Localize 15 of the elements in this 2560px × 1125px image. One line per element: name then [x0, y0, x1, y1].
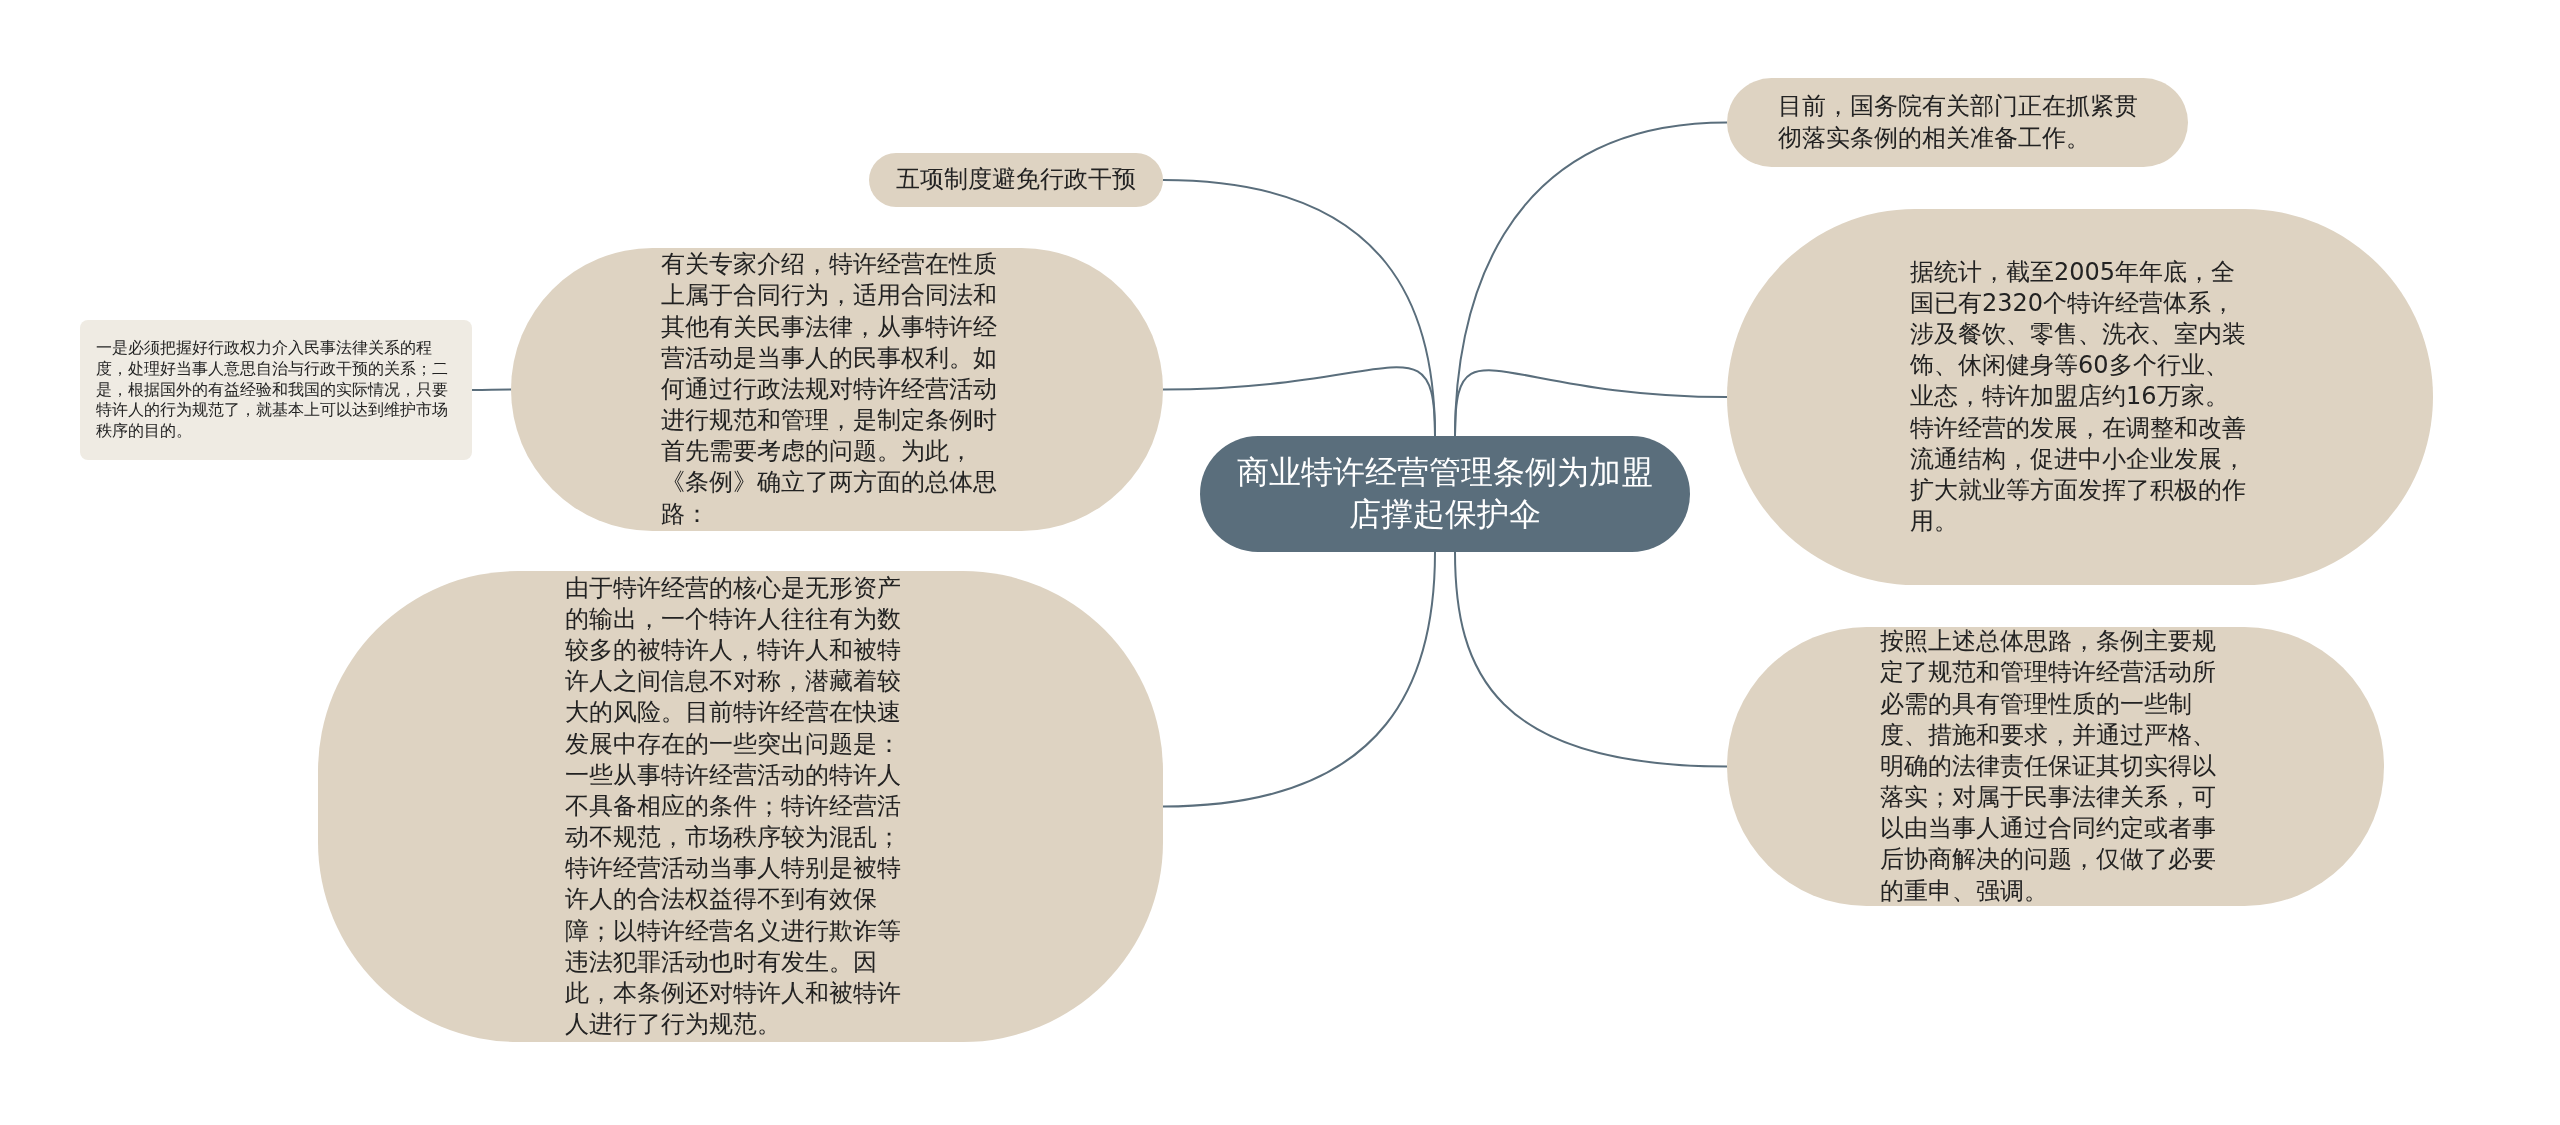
topic-text: 由于特许经营的核心是无形资产的输出，一个特许人往往有为数较多的被特许人，特许人和被特许人之间信息不对称，潜藏着较大的风险。目前特许经营在快速发展中存在的一些突出问题是：一些从事特许经营活动的特许人不具备相应的条件；特许经营活动不规范，市场秩序较为混乱；特许经营活动当事人特别是被特许人的合法权益得不到有效保障；以特许经营名义进行欺诈等违法犯罪活动也时有发生。因此，本条例还对特许人和被特许人进行了行为规范。: [564, 572, 902, 1041]
topic-text: 有关专家介绍，特许经营在性质上属于合同行为，适用合同法和其他有关民事法律，从事特许经营活动是当事人的民事权利。如何通过行政法规对特许经营活动进行规范和管理，是制定条例时首先需要考虑的问题。为此，《条例》确立了两方面的总体思路：: [661, 249, 998, 530]
connector-line: [1162, 551, 1436, 808]
topic-bubble: [869, 153, 1163, 207]
connector-line: [1454, 369, 1728, 437]
topic-text: 按照上述总体思路，条例主要规定了规范和管理特许经营活动所必需的具有管理性质的一些制度、措施和要求，并通过严格、明确的法律责任保证其切实得以落实；对属于民事法律关系，可以由当事人通过合同约定或者事后协商解决的问题，仅做了必要的重申、强调。: [1879, 626, 2217, 907]
note-card: [80, 320, 472, 460]
connector-line: [1454, 551, 1728, 768]
topic-text: 目前，国务院有关部门正在抓紧贯彻落实条例的相关准备工作。: [1777, 91, 2138, 154]
topic-text: 五项制度避免行政干预: [895, 164, 1137, 196]
topic-text: 一是必须把握好行政权力介入民事法律关系的程度，处理好当事人意思自治与行政干预的关系；二是，根据国外的有益经验和我国的实际情况，只要特许人的行为规范了，就基本上可以达到维护市场秩序的目的。: [96, 338, 449, 442]
topic-text: 商业特许经营管理条例为加盟店撑起保护伞: [1236, 452, 1654, 535]
topic-text: 据统计，截至2005年年底，全国已有2320个特许经营体系，涉及餐饮、零售、洗衣、室内装饰、休闲健身等60多个行业、业态，特许加盟店约16万家。特许经营的发展，在调整和改善流通结构，促进中小企业发展，扩大就业等方面发挥了积极的作用。: [1910, 256, 2247, 538]
connector-line: [1162, 366, 1436, 437]
connector-line: [471, 388, 512, 391]
